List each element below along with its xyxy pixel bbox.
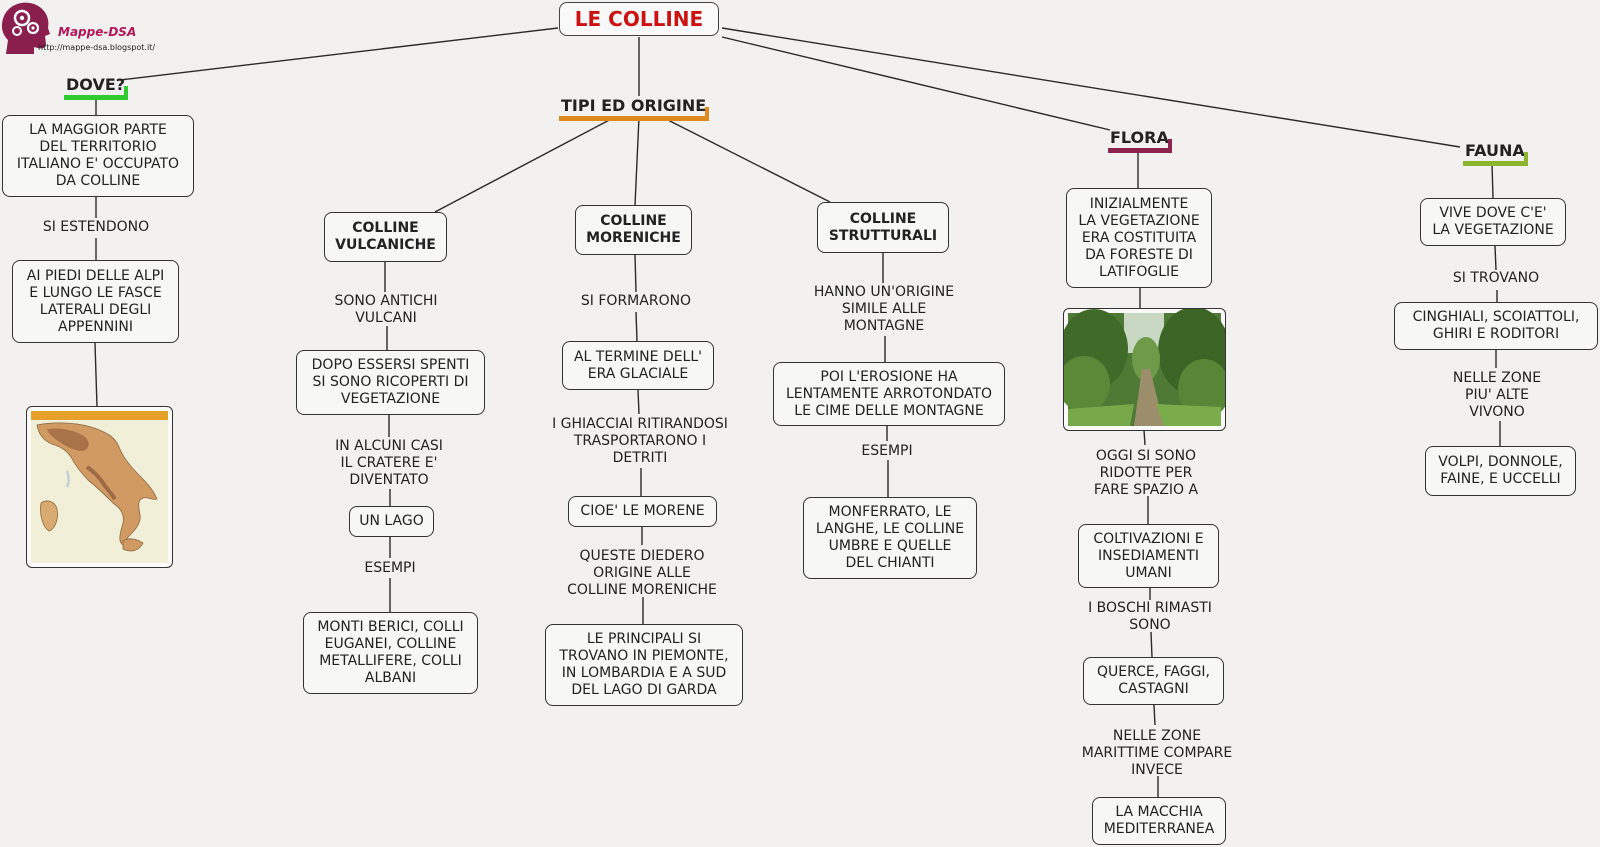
fauna-link-trovano: SI TROVANO [1452, 270, 1540, 286]
moreniche-link-ghiacciai: I GHIACCIAI RITIRANDOSI TRASPORTARONO I … [552, 416, 728, 466]
dove-box-alpi: AI PIEDI DELLE ALPI E LUNGO LE FASCE LAT… [12, 260, 179, 343]
fauna-link-alte: NELLE ZONE PIU' ALTE VIVONO [1452, 370, 1542, 420]
mappe-dsa-logo: Mappe-DSA http://mappe-dsa.blogspot.it/ [0, 0, 160, 58]
moreniche-box-principali: LE PRINCIPALI SI TROVANO IN PIEMONTE, IN… [545, 624, 743, 706]
flora-link-marittime: NELLE ZONE MARITTIME COMPARE INVECE [1081, 728, 1233, 778]
vulcaniche-box-monti: MONTI BERICI, COLLI EUGANEI, COLLINE MET… [303, 612, 478, 694]
flora-box-coltivazioni: COLTIVAZIONI E INSEDIAMENTI UMANI [1078, 524, 1219, 588]
vulcaniche-link-antichi: SONO ANTICHI VULCANI [334, 293, 438, 326]
tipi-underline-tick [705, 107, 710, 121]
strutturali-box-monferrato: MONFERRATO, LE LANGHE, LE COLLINE UMBRE … [803, 497, 977, 579]
dove-box-territorio: LA MAGGIOR PARTE DEL TERRITORIO ITALIANO… [2, 115, 194, 197]
flora-underline [1108, 148, 1171, 153]
fauna-box-cinghiali: CINGHIALI, SCOIATTOLI, GHIRI E RODITORI [1394, 302, 1598, 350]
strutturali-link-origine: HANNO UN'ORIGINE SIMILE ALLE MONTAGNE [813, 284, 955, 334]
category-flora-label: FLORA [1110, 128, 1169, 147]
forest-path-icon [1064, 309, 1225, 426]
strutturali-box-erosione: POI L'EROSIONE HA LENTAMENTE ARROTONDATO… [773, 362, 1005, 426]
head-gears-icon [1, 2, 50, 54]
moreniche-head: COLLINE MORENICHE [575, 205, 692, 255]
strutturali-link-esempi: ESEMPI [861, 443, 913, 459]
category-fauna: FAUNA [1463, 141, 1528, 166]
dove-underline-tick [124, 86, 129, 100]
vulcaniche-box-spenti: DOPO ESSERSI SPENTI SI SONO RICOPERTI DI… [296, 350, 485, 415]
logo-name: Mappe-DSA [58, 25, 137, 39]
category-dove: DOVE? [64, 75, 129, 100]
flora-link-boschi: I BOSCHI RIMASTI SONO [1088, 600, 1212, 633]
flora-underline-tick [1167, 139, 1172, 153]
vulcaniche-head: COLLINE VULCANICHE [324, 212, 447, 262]
italy-map-icon [31, 411, 168, 563]
fauna-box-vegetazione: VIVE DOVE C'E' LA VEGETAZIONE [1420, 198, 1566, 246]
fauna-underline-tick [1523, 152, 1528, 166]
flora-box-querce: QUERCE, FAGGI, CASTAGNI [1083, 657, 1224, 705]
logo-url: http://mappe-dsa.blogspot.it/ [38, 43, 156, 52]
vulcaniche-box-lago: UN LAGO [349, 506, 434, 537]
moreniche-link-diedero: QUESTE DIEDERO ORIGINE ALLE COLLINE MORE… [567, 548, 717, 598]
vulcaniche-link-cratere: IN ALCUNI CASI IL CRATERE E' DIVENTATO [335, 438, 443, 488]
fauna-box-volpi: VOLPI, DONNOLE, FAINE, E UCCELLI [1425, 446, 1576, 496]
vulcaniche-link-esempi: ESEMPI [364, 560, 416, 576]
map-title: LE COLLINE [559, 2, 719, 36]
category-tipi-label: TIPI ED ORIGINE [561, 96, 707, 115]
category-fauna-label: FAUNA [1465, 141, 1525, 160]
fauna-underline [1463, 161, 1527, 166]
flora-link-ridotte: OGGI SI SONO RIDOTTE PER FARE SPAZIO A [1093, 448, 1199, 498]
tipi-underline [559, 116, 709, 121]
category-flora: FLORA [1108, 128, 1172, 153]
category-tipi: TIPI ED ORIGINE [559, 96, 710, 121]
dove-link-estendono: SI ESTENDONO [42, 219, 150, 235]
flora-box-macchia: LA MACCHIA MEDITERRANEA [1092, 797, 1226, 845]
italy-map-image [26, 406, 173, 568]
moreniche-link-formarono: SI FORMARONO [580, 293, 692, 309]
category-dove-label: DOVE? [66, 75, 126, 94]
moreniche-box-glaciale: AL TERMINE DELL' ERA GLACIALE [562, 341, 714, 390]
strutturali-head: COLLINE STRUTTURALI [817, 202, 949, 253]
dove-underline [64, 95, 128, 100]
flora-box-latifoglie: INIZIALMENTE LA VEGETAZIONE ERA COSTITUI… [1066, 188, 1212, 288]
forest-photo [1063, 308, 1226, 431]
moreniche-box-morene: CIOE' LE MORENE [568, 496, 717, 527]
